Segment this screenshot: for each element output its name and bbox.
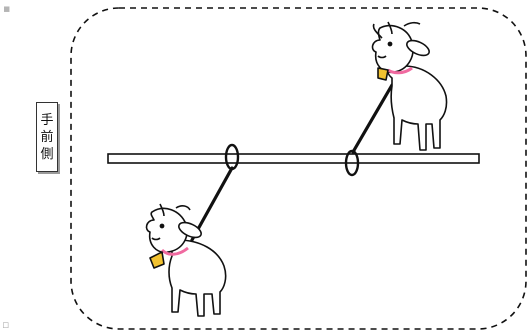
horizontal-rail	[107, 153, 480, 164]
dashed-enclosure	[70, 7, 527, 330]
corner-mark-top: ▪	[3, 2, 11, 15]
side-label-box: 手 前 側	[36, 102, 58, 172]
leash-upper	[351, 83, 394, 154]
side-label-char: 手	[40, 112, 54, 128]
goat-upper-icon	[371, 21, 448, 151]
goat-lower-icon	[145, 203, 227, 317]
side-label-char: 側	[40, 146, 54, 162]
corner-mark-bottom: ▫	[2, 318, 10, 331]
side-label-char: 前	[40, 129, 54, 145]
